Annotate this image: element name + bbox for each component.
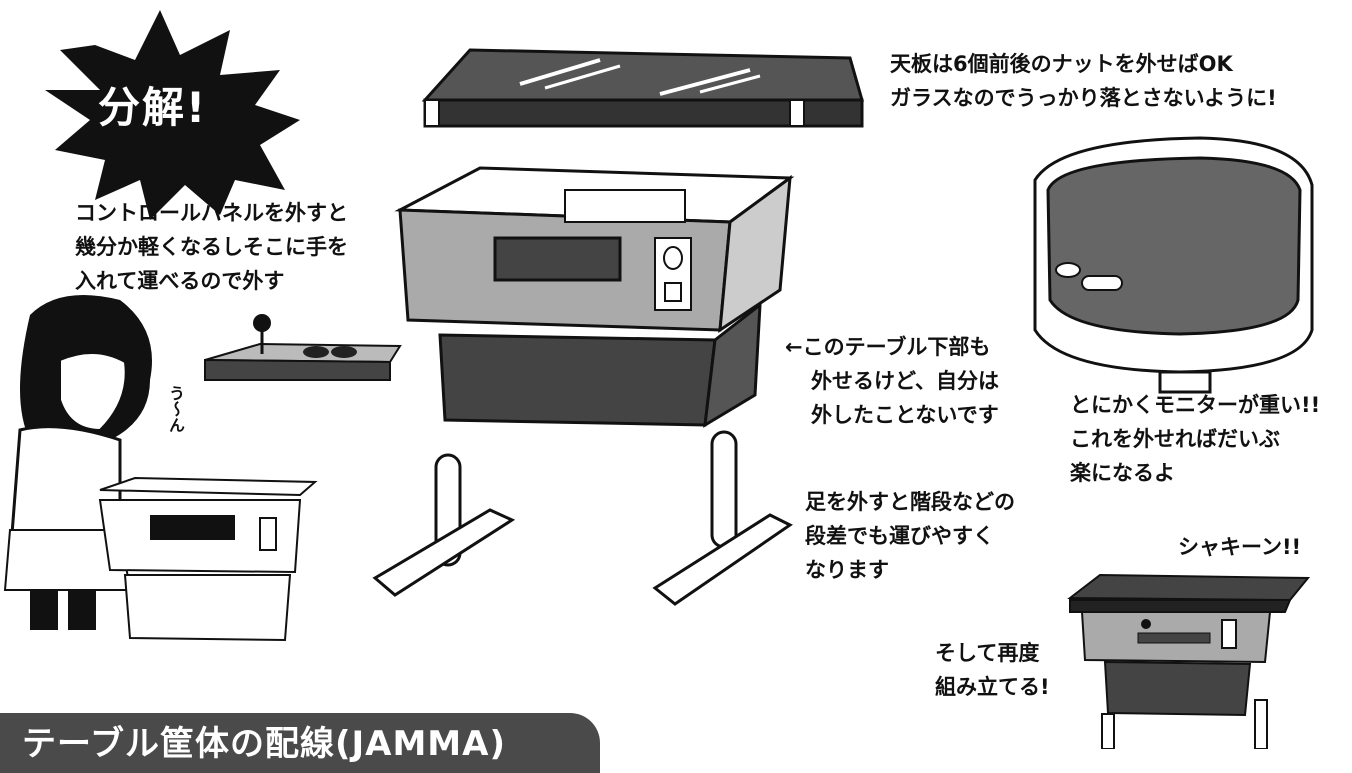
note-lower-table-line-2: 外せるけど、自分は [811, 369, 999, 393]
sigh-text: う〜ん [166, 385, 185, 433]
note-monitor: とにかくモニターが重い!! これを外せればだいぶ 楽になるよ [1070, 388, 1320, 490]
note-top-panel-line-2: ガラスなのでうっかり落とさないように! [890, 86, 1277, 110]
illustration-scene [3, 10, 1314, 749]
note-top-panel-line-1: 天板は6個前後のナットを外せばOK [890, 52, 1233, 76]
note-monitor-line-3: 楽になるよ [1070, 461, 1175, 485]
note-control-panel-line-3: 入れて運べるので外す [75, 269, 285, 293]
note-reassemble-line-2: 組み立てる! [935, 675, 1050, 699]
note-control-panel-line-1: コントロールパネルを外すと [75, 201, 348, 225]
control-panel [204, 314, 402, 381]
cabinet-body [394, 166, 795, 333]
small-cabinet-left [98, 476, 318, 642]
note-legs-line-2: 段差でも運びやすく [805, 524, 994, 548]
note-control-panel: コントロールパネルを外すと 幾分か軽くなるしそこに手を 入れて運べるので外す [75, 196, 348, 298]
burst-caption: 分解! [98, 83, 208, 132]
note-lower-table-line-1: ←このテーブル下部も [785, 335, 991, 359]
reassembled-cabinet [1067, 573, 1311, 749]
girl-figure [3, 295, 152, 630]
note-lower-table-line-3: 外したことないです [811, 403, 999, 427]
note-top-panel: 天板は6個前後のナットを外せばOK ガラスなのでうっかり落とさないように! [890, 47, 1277, 115]
note-monitor-line-2: これを外せればだいぶ [1070, 427, 1280, 451]
note-control-panel-line-2: 幾分か軽くなるしそこに手を [75, 235, 348, 259]
monitor [1033, 136, 1314, 394]
lower-table [438, 301, 762, 428]
glass-top-panel [421, 48, 864, 128]
section-title: テーブル筐体の配線(JAMMA) [22, 724, 506, 764]
note-lower-table: ←このテーブル下部も 外せるけど、自分は 外したことないです [785, 330, 999, 432]
note-legs-line-3: なります [805, 558, 889, 582]
note-legs-line-1: 足を外すと階段などの [805, 490, 1015, 514]
note-reassemble-line-1: そして再度 [935, 641, 1040, 665]
note-monitor-line-1: とにかくモニターが重い!! [1070, 393, 1321, 417]
burst-shape [45, 10, 300, 220]
note-legs: 足を外すと階段などの 段差でも運びやすく なります [805, 485, 1015, 587]
sfx-shakin: シャキーン!! [1178, 535, 1302, 559]
legs [372, 430, 793, 606]
note-reassemble: そして再度 組み立てる! [935, 636, 1050, 704]
